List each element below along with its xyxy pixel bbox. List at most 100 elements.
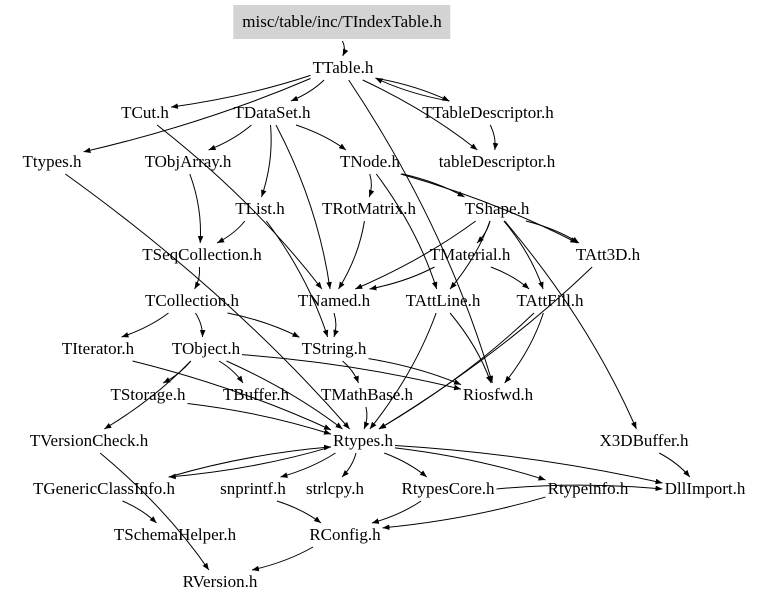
edge-TNode-to-TRotMatrix [368, 173, 375, 198]
edge-TAttFill-to-Rtypes [378, 312, 535, 430]
edge-X3DBuffer-to-DllImport [659, 452, 691, 478]
node-TSeqCollection[interactable]: TSeqCollection.h [142, 245, 262, 264]
edge-root-to-TTable [341, 40, 349, 57]
edge-TNode-to-TShape [401, 173, 465, 198]
node-TGenericClassInfo[interactable]: TGenericClassInfo.h [32, 479, 176, 498]
node-TNode[interactable]: TNode.h [340, 152, 400, 171]
edge-TTable-to-TCut [170, 74, 311, 109]
node-tableDescriptor[interactable]: tableDescriptor.h [438, 152, 556, 171]
node-TNamed[interactable]: TNamed.h [297, 291, 371, 310]
node-TObjArray[interactable]: TObjArray.h [144, 152, 232, 171]
edge-TRotMatrix-to-TNamed [338, 220, 365, 290]
edge-Rtypes-to-RtypesCore [384, 452, 428, 478]
edge-TDataSet-to-TObjArray [208, 124, 252, 151]
node-TStorage[interactable]: TStorage.h [110, 385, 186, 404]
node-strlcpy[interactable]: strlcpy.h [306, 479, 364, 498]
node-Rtypes[interactable]: Rtypes.h [333, 431, 393, 450]
edge-TList-to-TString [265, 220, 329, 338]
edge-TTable-to-Riosfwd [348, 79, 494, 384]
node-TString[interactable]: TString.h [301, 339, 367, 358]
edge-TTable-to-tableDescriptor [362, 79, 478, 151]
edge-TNode-to-TAttLine [375, 173, 438, 290]
node-RVersion[interactable]: RVersion.h [182, 572, 258, 591]
edge-Rtypes-to-snprintf [280, 452, 336, 478]
edge-TObject-to-Riosfwd [241, 354, 462, 391]
edge-TTable-to-TTableDescriptor [375, 77, 450, 102]
node-TVersionCheck[interactable]: TVersionCheck.h [29, 431, 149, 450]
edge-TString-to-Riosfwd [368, 358, 462, 386]
edge-TObject-to-TStorage [162, 360, 192, 384]
edge-TVersionCheck-to-RVersion [99, 452, 210, 571]
edge-TAttFill-to-Riosfwd [504, 312, 544, 384]
node-TMaterial[interactable]: TMaterial.h [429, 245, 511, 264]
node-TAttLine[interactable]: TAttLine.h [405, 291, 481, 310]
edge-TObject-to-TVersionCheck [104, 360, 192, 430]
edge-TShape-to-TNamed [355, 220, 477, 290]
node-TTable[interactable]: TTable.h [312, 58, 374, 77]
edge-TTable-to-Ttypes [83, 78, 311, 153]
edge-TAttLine-to-Riosfwd [449, 312, 492, 384]
edge-Rtypeinfo-to-RConfig [382, 496, 546, 531]
edge-TMaterial-to-TAttFill [490, 266, 530, 290]
node-TDataSet[interactable]: TDataSet.h [233, 103, 311, 122]
edge-TShape-to-TAttLine [449, 220, 491, 290]
node-root[interactable]: misc/table/inc/TIndexTable.h [233, 5, 451, 39]
node-Rtypeinfo[interactable]: Rtypeinfo.h [547, 479, 629, 498]
node-TCollection[interactable]: TCollection.h [145, 291, 239, 310]
node-TAtt3D[interactable]: TAtt3D.h [575, 245, 641, 264]
edge-TShape-to-X3DBuffer [504, 220, 637, 430]
edge-TMathBase-to-Rtypes [363, 406, 370, 430]
node-TObject[interactable]: TObject.h [171, 339, 241, 358]
node-TAttFill[interactable]: TAttFill.h [516, 291, 584, 310]
edge-TIterator-to-Rtypes [132, 360, 332, 431]
edge-RtypesCore-to-DllImport [496, 484, 663, 492]
node-TShape[interactable]: TShape.h [464, 199, 530, 218]
edge-TDataSet-to-TNode [295, 124, 347, 151]
node-TCut[interactable]: TCut.h [121, 103, 169, 122]
node-X3DBuffer[interactable]: X3DBuffer.h [599, 431, 689, 450]
edge-TCollection-to-TIterator [121, 312, 169, 338]
edge-TDataSet-to-TList [261, 124, 272, 198]
edge-TCollection-to-TString [227, 312, 300, 338]
node-TList[interactable]: TList.h [235, 199, 285, 218]
edge-TSeqCollection-to-TCollection [194, 266, 201, 290]
edge-TAttLine-to-Rtypes [369, 312, 437, 430]
edge-TShape-to-TAtt3D [525, 220, 580, 244]
node-DllImport[interactable]: DllImport.h [664, 479, 746, 498]
edge-TTable-to-TDataSet [290, 79, 325, 102]
edge-TTableDescriptor-to-tableDescriptor [489, 124, 499, 151]
edge-TString-to-TMathBase [342, 360, 359, 384]
edge-TShape-to-TMaterial [476, 220, 491, 244]
edge-RConfig-to-RVersion [251, 546, 314, 572]
node-TIterator[interactable]: TIterator.h [61, 339, 135, 358]
edge-TTableDescriptor-to-TTable [375, 77, 450, 102]
edge-TStorage-to-Rtypes [187, 402, 332, 435]
edge-TGenericClassInfo-to-TSchemaHelper [122, 500, 157, 524]
edge-TNode-to-TAtt3D [400, 173, 578, 244]
edge-TList-to-TSeqCollection [216, 220, 246, 244]
node-snprintf[interactable]: snprintf.h [220, 479, 286, 498]
edge-snprintf-to-RConfig [276, 500, 322, 524]
node-TSchemaHelper[interactable]: TSchemaHelper.h [113, 525, 237, 544]
edge-TObject-to-Rtypes [226, 360, 343, 430]
edge-TObject-to-TBuffer [218, 360, 244, 384]
node-Riosfwd[interactable]: Riosfwd.h [462, 385, 534, 404]
edge-Rtypes-to-Rtypeinfo [394, 447, 546, 481]
node-TBuffer[interactable]: TBuffer.h [222, 385, 290, 404]
node-RtypesCore[interactable]: RtypesCore.h [401, 479, 495, 498]
node-RConfig[interactable]: RConfig.h [309, 525, 381, 544]
node-TTableDescriptor[interactable]: TTableDescriptor.h [422, 103, 554, 122]
edge-Ttypes-to-Rtypes [65, 173, 351, 430]
node-Ttypes[interactable]: Ttypes.h [22, 152, 82, 171]
edge-TShape-to-TAttFill [503, 220, 544, 290]
edge-Rtypes-to-strlcpy [341, 452, 357, 478]
edge-Rtypes-to-DllImport [394, 444, 663, 485]
edge-TCollection-to-TObject [195, 312, 206, 338]
edge-TCut-to-TNamed [156, 124, 323, 290]
edge-RtypesCore-to-RConfig [371, 500, 422, 524]
edge-TGenericClassInfo-to-Rtypes [168, 444, 332, 478]
node-TRotMatrix[interactable]: TRotMatrix.h [322, 199, 416, 218]
node-TMathBase[interactable]: TMathBase.h [320, 385, 414, 404]
